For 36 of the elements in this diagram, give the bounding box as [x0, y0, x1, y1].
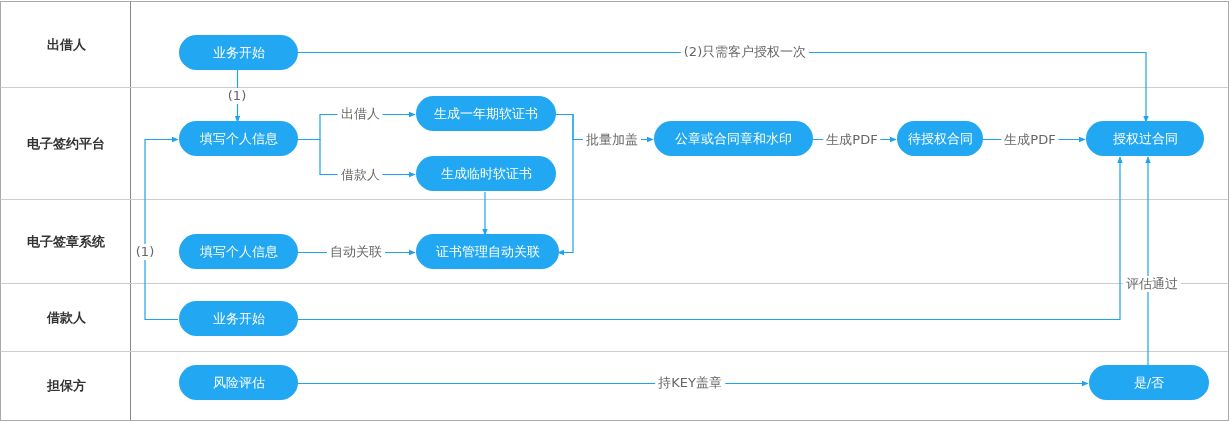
process-pill: 授权过合同	[1086, 121, 1204, 156]
lane-label: 电子签约平台	[26, 134, 106, 153]
edge-label: 持KEY盖章	[655, 375, 725, 391]
arrow	[296, 51, 1149, 123]
edge-label: 自动关联	[327, 244, 385, 260]
arrow	[144, 136, 179, 321]
process-pill: 待授权合同	[897, 121, 983, 156]
arrow	[482, 191, 488, 236]
arrow	[981, 136, 1086, 143]
process-pill: 生成临时软证书	[416, 156, 556, 191]
arrow	[296, 380, 1089, 387]
process-pill: 生成一年期软证书	[416, 96, 556, 131]
lane-label: 电子签章系统	[26, 232, 106, 251]
lane-label: 担保方	[45, 377, 87, 395]
arrow	[234, 69, 241, 123]
arrow	[296, 156, 1123, 321]
process-pill: 是/否	[1089, 365, 1209, 400]
process-pill: 业务开始	[179, 35, 298, 70]
process-pill: 业务开始	[179, 301, 298, 336]
edge-label: 批量加盖	[583, 132, 641, 148]
process-pill: 填写个人信息	[179, 121, 298, 156]
edge-label: 借款人	[337, 167, 383, 183]
edge-label: (2)只需客户授权一次	[680, 44, 810, 60]
process-pill: 风险评估	[179, 365, 298, 400]
lane-label: 出借人	[45, 35, 87, 54]
edge-label: 生成PDF	[1001, 132, 1059, 148]
lane-label: 借款人	[45, 308, 87, 327]
swimlane	[0, 352, 1229, 421]
process-pill: 证书管理自动关联	[416, 234, 559, 269]
edge-label: 出借人	[337, 106, 383, 122]
edge-label: 评估通过	[1123, 276, 1181, 292]
arrow	[296, 249, 416, 256]
process-pill: 公章或合同章和水印	[654, 121, 813, 156]
edge-label: 生成PDF	[823, 132, 881, 148]
arrow	[1145, 156, 1151, 367]
process-pill: 填写个人信息	[179, 234, 298, 269]
